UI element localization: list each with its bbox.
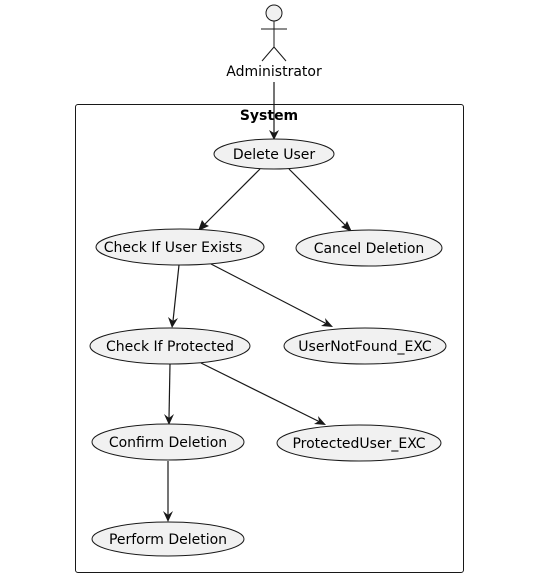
actor-administrator[interactable]: Administrator (226, 4, 322, 80)
use-case-label: UserNotFound_EXC (298, 339, 432, 355)
use-case-label: Check If Protected (106, 339, 234, 355)
use-case-check-protected[interactable]: Check If Protected (89, 327, 251, 365)
edge-protected-to-confirm (164, 363, 174, 425)
stick-figure-icon (261, 4, 287, 62)
edge-delete-to-check-exists (198, 168, 261, 231)
edge-delete-to-cancel (288, 168, 352, 232)
use-case-confirm-deletion[interactable]: Confirm Deletion (91, 423, 245, 461)
use-case-check-user-exists[interactable]: Check If User Exists (95, 228, 265, 266)
use-case-label: ProtectedUser_EXC (292, 436, 425, 452)
use-case-label: Check If User Exists (104, 240, 242, 256)
use-case-protected-user[interactable]: ProtectedUser_EXC (276, 424, 442, 462)
use-case-delete-user[interactable]: Delete User (213, 138, 335, 170)
use-case-label: Delete User (233, 147, 316, 163)
use-case-user-not-found[interactable]: UserNotFound_EXC (283, 327, 447, 365)
edge-exists-to-notfound (210, 263, 333, 327)
use-case-label: Confirm Deletion (109, 435, 227, 451)
system-boundary: System (75, 104, 464, 573)
edges (163, 82, 352, 522)
edge-exists-to-protected (168, 264, 180, 328)
edge-protected-to-protecteduser (200, 362, 326, 425)
use-case-cancel-deletion[interactable]: Cancel Deletion (295, 229, 443, 267)
edge-actor-to-delete-user (269, 82, 279, 140)
edge-confirm-to-perform (163, 461, 173, 522)
use-case-label: Cancel Deletion (314, 241, 425, 257)
use-case-label: Perform Deletion (109, 532, 227, 548)
actor-label: Administrator (226, 64, 322, 80)
use-case-perform-deletion[interactable]: Perform Deletion (91, 521, 245, 557)
system-title: System (240, 108, 298, 124)
